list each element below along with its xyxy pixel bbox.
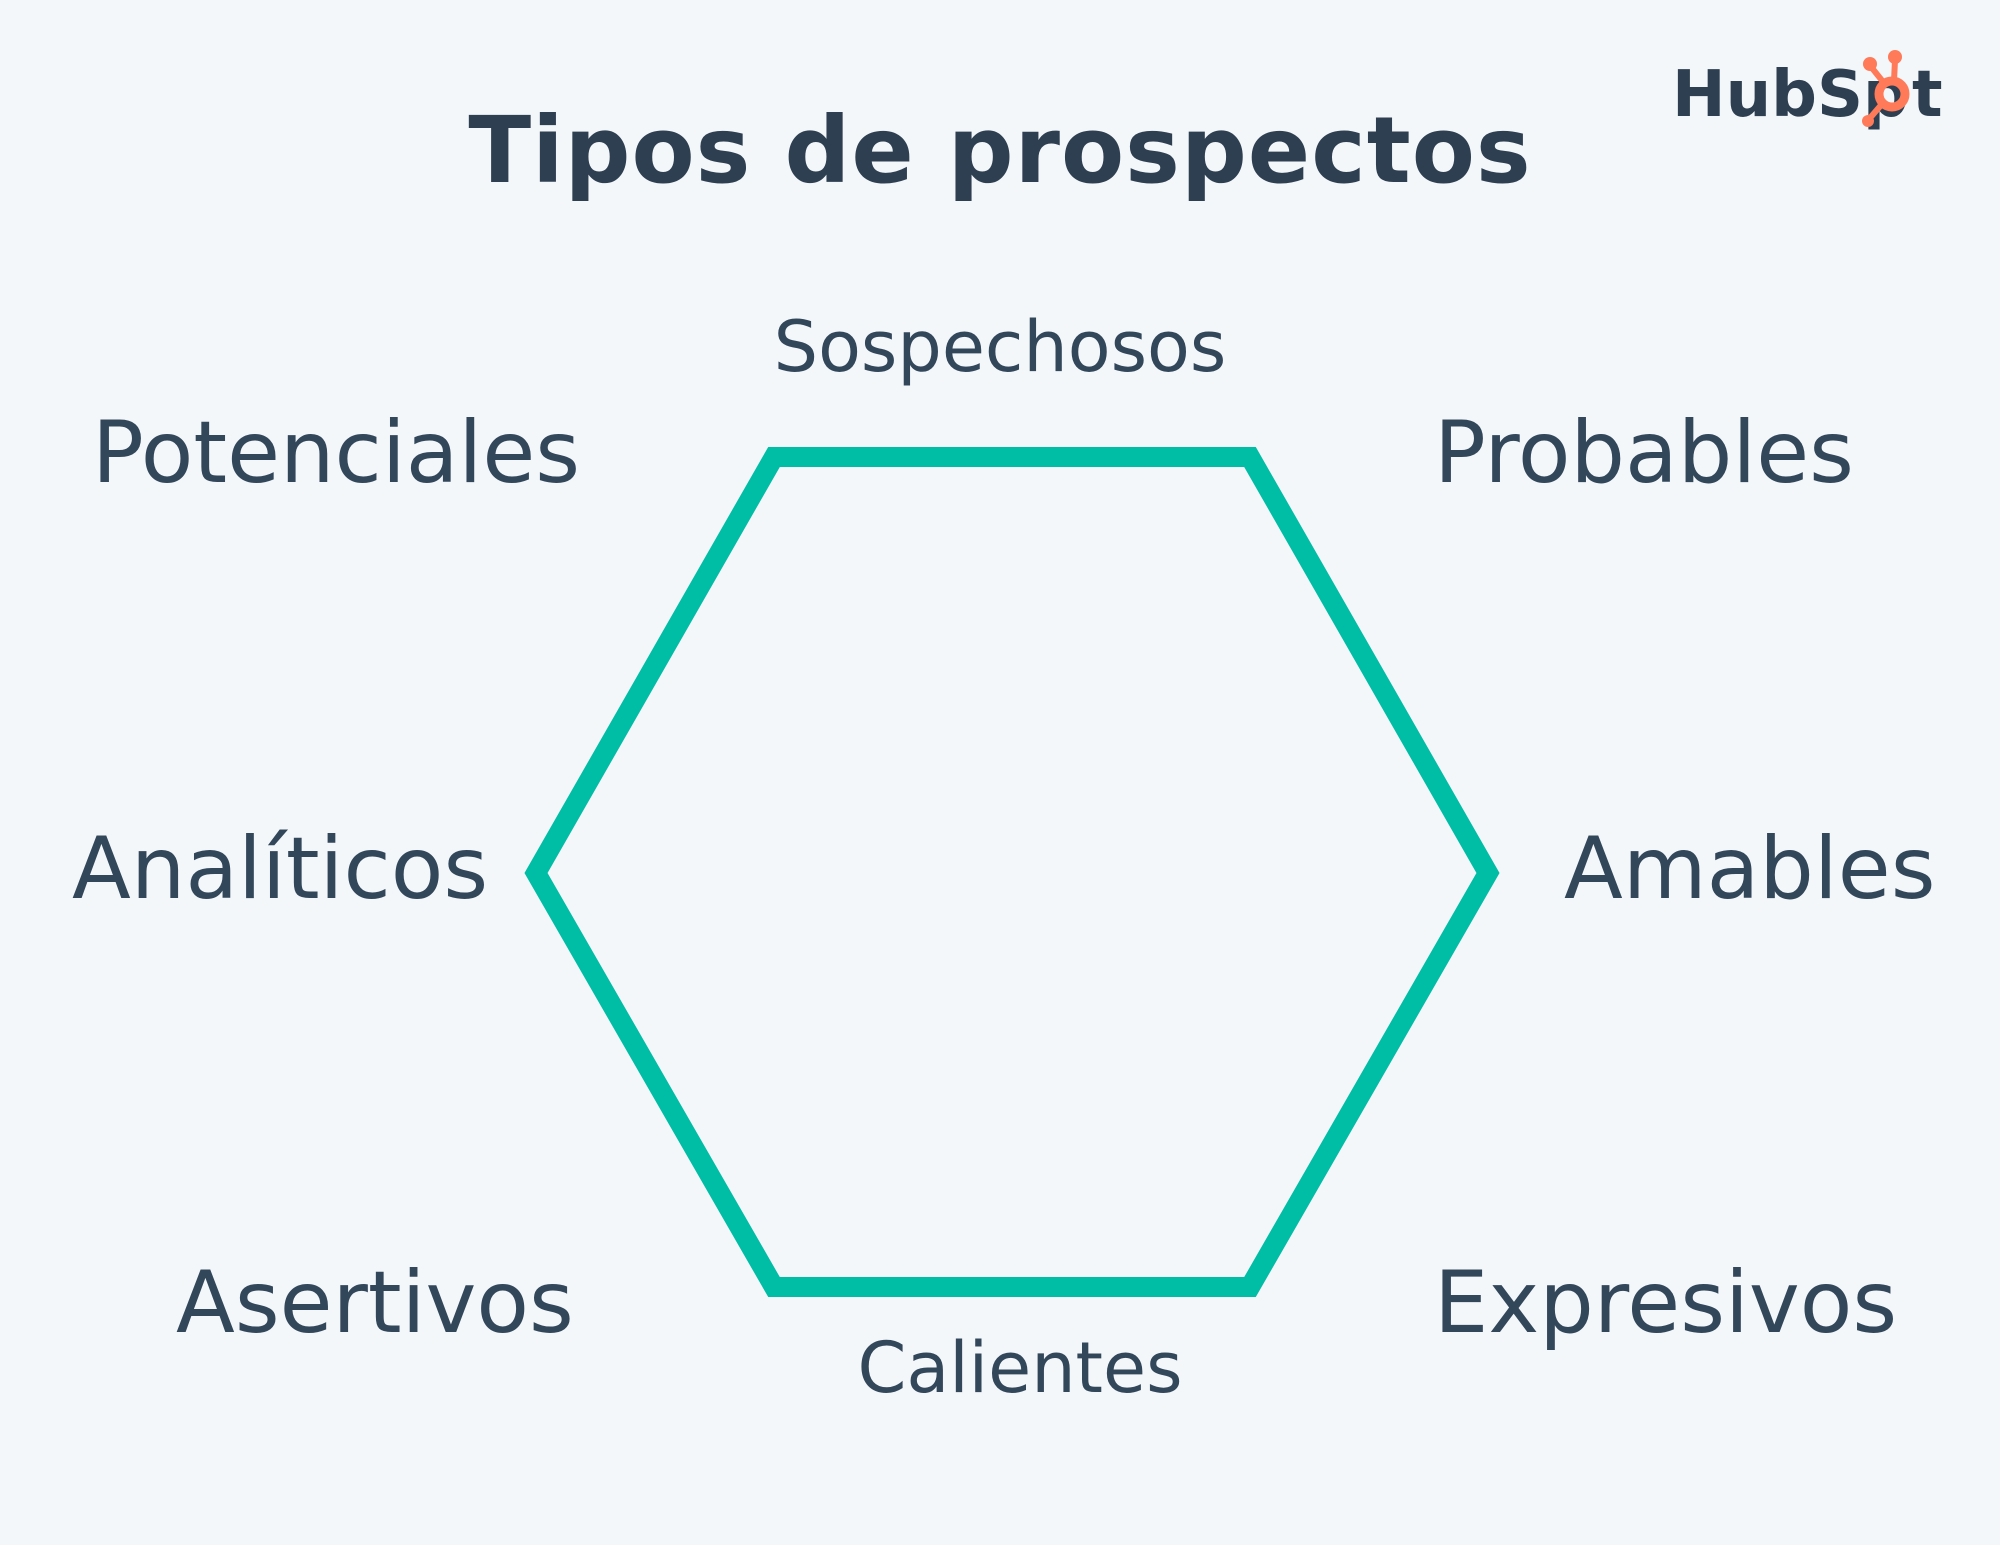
label-asertivos: Asertivos [176, 1253, 574, 1353]
logo-text-after: t [1912, 58, 1942, 132]
sprocket-icon [1862, 50, 1910, 127]
label-probables: Probables [1434, 403, 1854, 503]
label-amables: Amables [1564, 819, 1936, 919]
label-potenciales: Potenciales [92, 403, 581, 503]
label-expresivos: Expresivos [1434, 1253, 1898, 1353]
hexagon-outline [524, 447, 1500, 1297]
page-title: Tipos de prospectos [468, 97, 1532, 204]
label-sospechosos: Sospechosos [773, 306, 1227, 388]
hubspot-logo: HubSp t [1672, 50, 1942, 132]
label-calientes: Calientes [857, 1327, 1183, 1409]
label-analiticos: Analíticos [72, 819, 489, 919]
